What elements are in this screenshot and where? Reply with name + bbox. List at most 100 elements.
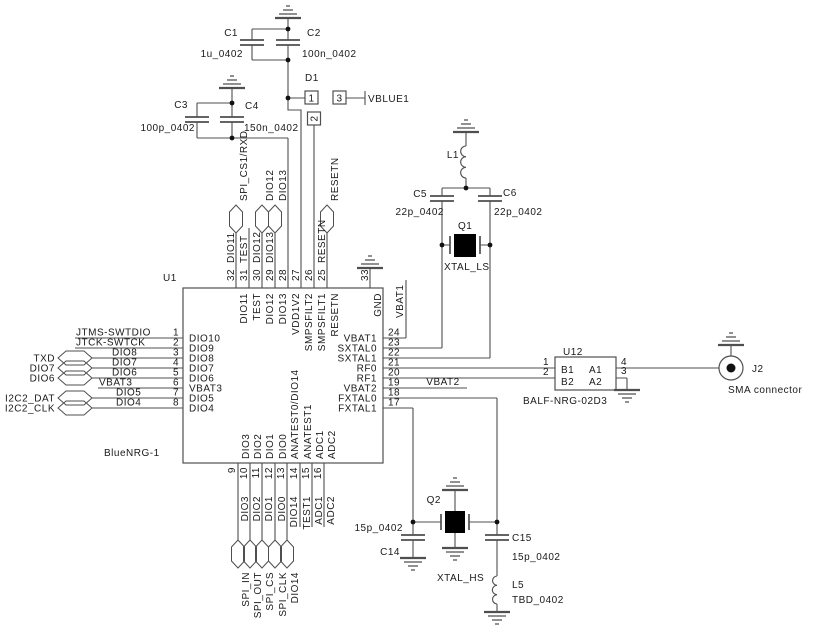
- crystal-q2-plates: [440, 514, 470, 530]
- u1-pin-num: 11: [251, 467, 262, 478]
- net-label: VBAT2: [426, 377, 459, 388]
- u1-pin-name: DIO5: [189, 394, 214, 405]
- net-label: VBLUE1: [368, 94, 409, 105]
- u1-pin-num: 33: [360, 269, 371, 281]
- c2-ref: C2: [307, 28, 321, 39]
- q2-net: XTAL_HS: [437, 573, 484, 584]
- u12-pin-num: 3: [621, 366, 627, 377]
- c14-ref: C14: [380, 547, 400, 558]
- u1-pin-name: SXTAL0: [338, 344, 378, 355]
- u1-pin-name: DIO1: [265, 434, 276, 459]
- junction-dots: [229, 26, 500, 525]
- u1-pin-num: 25: [317, 269, 328, 281]
- ground-icon: [716, 331, 746, 347]
- u1-pin-num: 18: [388, 388, 400, 399]
- u1-pin-num: 17: [388, 398, 400, 409]
- net-flag-label: SPI_CLK: [278, 572, 289, 617]
- net-label: TEST1: [302, 496, 313, 530]
- net-label: JTCK-SWTCK: [76, 338, 145, 349]
- net-label: VBAT1: [395, 285, 406, 318]
- net-label: DIO5: [116, 388, 141, 399]
- c6-ref: C6: [503, 188, 517, 199]
- net-flag-label: DIO7: [30, 364, 55, 375]
- d1-pad-1: [304, 90, 319, 105]
- ground-icon: [440, 476, 470, 492]
- c5-ref: C5: [413, 189, 427, 200]
- c6-value: 22p_0402: [494, 207, 543, 218]
- u12-pin-num: 4: [621, 357, 627, 368]
- net-label: DIO6: [112, 368, 137, 379]
- sma-center-pin: [726, 363, 736, 373]
- u12-pin-num: 2: [543, 367, 549, 378]
- u1-part: BlueNRG-1: [104, 448, 160, 459]
- capacitor-plates: [185, 39, 509, 541]
- u1-pin-name: SXTAL1: [338, 354, 378, 365]
- u1-pin-name: DIO10: [189, 334, 220, 345]
- net-flag-label: I2C2_DAT: [5, 394, 55, 405]
- net-label: TEST: [239, 235, 250, 263]
- net-flag-hexagon: [255, 539, 269, 569]
- u1-pin-num: 3: [173, 348, 179, 359]
- u1-pin-name: ADC2: [327, 430, 338, 459]
- u1-pin-num: 23: [388, 338, 400, 349]
- d1-pad-2: [306, 111, 322, 126]
- u1-pin-num: 28: [278, 269, 289, 281]
- net-flag-hexagon: [280, 539, 294, 569]
- u1-pin-num: 15: [301, 467, 312, 479]
- net-flag-label: DIO12: [265, 170, 276, 201]
- u1-pin-name: DIO0: [278, 434, 289, 459]
- net-label: DIO4: [116, 398, 141, 409]
- d1-pad-3: [332, 90, 347, 105]
- ground-icon: [273, 4, 303, 20]
- c1-ref: C1: [224, 28, 238, 39]
- net-flag-label: SPI_IN: [241, 572, 252, 607]
- net-flag-label: SPI_OUT: [253, 572, 264, 618]
- u1-pin-name: VDD1V2: [291, 293, 302, 335]
- u1-body: [182, 287, 384, 464]
- u1-pin-num: 20: [388, 368, 400, 379]
- net-label: JTMS-SWTDIO: [76, 328, 151, 339]
- u1-pin-num: 9: [227, 467, 238, 473]
- u12-body: [554, 356, 617, 391]
- u1-pin-num: 30: [252, 269, 263, 281]
- ground-icon: [398, 556, 428, 572]
- q2-ref: Q2: [427, 495, 441, 506]
- j2-label: SMA connector: [728, 385, 802, 396]
- u1-pin-name: DIO9: [189, 344, 214, 355]
- inductor-l1-coil: [460, 145, 467, 179]
- net-flag-hexagon: [229, 204, 243, 234]
- u1-pin-num: 7: [173, 388, 179, 399]
- u1-pin-num: 22: [388, 348, 400, 359]
- u1-pin-num: 27: [291, 269, 302, 281]
- net-flag-hexagon: [255, 204, 269, 234]
- net-label: ADC1: [314, 496, 325, 525]
- net-flag-label: I2C2_CLK: [5, 404, 55, 415]
- sma-connector-icon: [718, 355, 744, 381]
- u1-pin-num: 19: [388, 378, 400, 389]
- c15-value: 15p_0402: [512, 552, 561, 563]
- net-label: DIO2: [252, 496, 263, 521]
- u12-pin-name: B1: [561, 365, 574, 376]
- net-flag-label: SPI_CS1/RXD: [239, 130, 250, 201]
- u1-pin-num: 12: [264, 467, 275, 479]
- u12-ref: U12: [563, 347, 583, 358]
- d1-ref: D1: [305, 73, 319, 84]
- u1-pin-name: DIO4: [189, 404, 214, 415]
- net-label: DIO3: [240, 496, 251, 521]
- u1-pin-name: ANATEST0/DIO14: [290, 369, 301, 459]
- u1-pin-name: ANATEST1: [303, 404, 314, 459]
- d1-pad1-num: 1: [308, 94, 314, 105]
- c4-value: 150n_0402: [244, 123, 299, 134]
- ground-icon: [482, 610, 512, 626]
- u1-ref: U1: [163, 273, 177, 284]
- u1-pin-name: VBAT3: [189, 384, 222, 395]
- u1-pin-num: 13: [276, 467, 287, 479]
- net-flag-hexagon: [243, 539, 257, 569]
- net-flag-hexagon: [57, 400, 93, 416]
- l1-ref: L1: [447, 150, 459, 161]
- ground-icon: [217, 74, 247, 90]
- u1-pin-name: DIO11: [239, 293, 250, 324]
- u1-pin-num: 14: [289, 467, 300, 479]
- c1-value: 1u_0402: [201, 49, 243, 60]
